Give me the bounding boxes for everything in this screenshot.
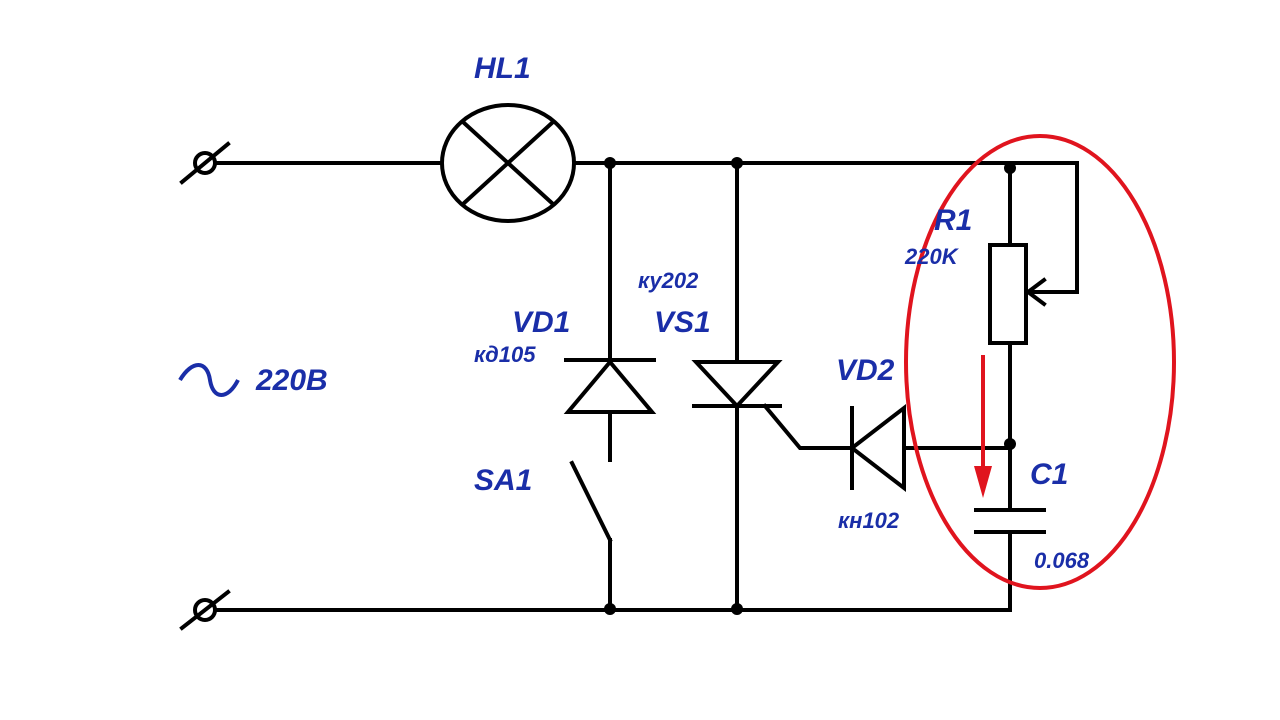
- junction-dots: [604, 157, 1016, 615]
- label-vs1: VS1: [654, 306, 711, 339]
- label-r1-value: 220K: [904, 244, 960, 269]
- dinistor-vd2: [848, 403, 1012, 493]
- terminal-top: [179, 141, 231, 185]
- label-vd2: VD2: [836, 354, 895, 387]
- label-c1: C1: [1030, 458, 1068, 491]
- diode-vd1: [563, 358, 657, 414]
- thyristor-vs1: [691, 360, 852, 450]
- label-vs1-type: ку202: [638, 268, 699, 293]
- label-hl1: HL1: [474, 52, 531, 85]
- label-c1-value: 0.068: [1034, 548, 1090, 573]
- label-vd1-type: кд105: [474, 342, 536, 367]
- label-vd2-type: кн102: [838, 508, 900, 533]
- branch-r1-c1: [1008, 161, 1079, 612]
- ac-symbol: [178, 363, 240, 397]
- terminal-bottom: [179, 589, 231, 631]
- switch-sa1: [569, 460, 613, 543]
- highlight-annotation: [904, 134, 1176, 590]
- label-sa1: SA1: [474, 464, 532, 497]
- capacitor-c1: [974, 508, 1046, 534]
- lamp-hl1: [440, 103, 576, 223]
- label-vd1: VD1: [512, 306, 570, 339]
- label-r1: R1: [934, 204, 972, 237]
- potentiometer-r1: [988, 243, 1079, 345]
- label-voltage: 220В: [255, 364, 328, 397]
